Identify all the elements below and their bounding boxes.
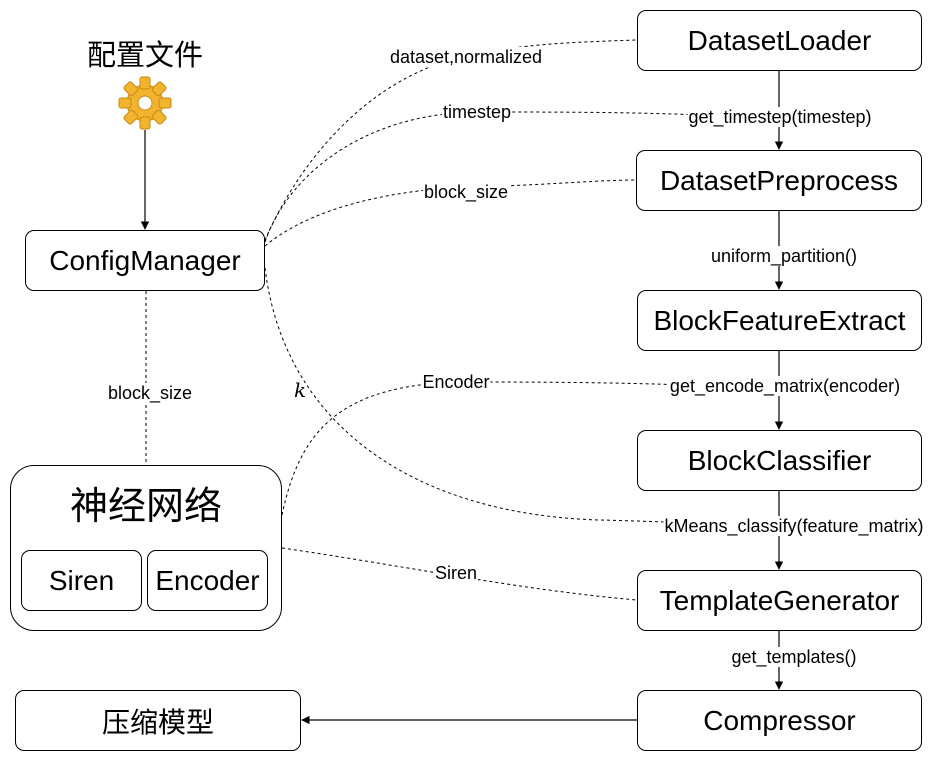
block-feature-extract-label: BlockFeatureExtract <box>653 304 906 336</box>
edge-label-get-timestep: get_timestep(timestep) <box>687 107 873 127</box>
compressed-model-node[interactable]: 压缩模型 <box>15 690 301 751</box>
edge-label-get-templates: get_templates() <box>730 647 858 667</box>
gear-icon <box>118 76 172 130</box>
template-generator-label: TemplateGenerator <box>659 584 900 616</box>
neural-net-title: 神经网络 <box>69 484 222 528</box>
edge-label-siren: Siren <box>433 563 479 583</box>
template-generator-node[interactable]: TemplateGenerator <box>637 570 922 631</box>
block-classifier-node[interactable]: BlockClassifier <box>637 430 922 491</box>
dataset-loader-label: DatasetLoader <box>687 24 872 56</box>
config-manager-label: ConfigManager <box>49 244 241 276</box>
edge-label-kmeans-classify: kMeans_classify(feature_matrix) <box>663 516 925 536</box>
edge-label-k: k <box>293 378 307 402</box>
encoder-node[interactable]: Encoder <box>147 550 268 611</box>
block-feature-extract-node[interactable]: BlockFeatureExtract <box>637 290 922 351</box>
dataset-loader-node[interactable]: DatasetLoader <box>637 10 922 71</box>
block-classifier-label: BlockClassifier <box>687 444 872 476</box>
edge-label-dataset-normalized: dataset,normalized <box>388 47 544 67</box>
edge-label-encoder: Encoder <box>421 372 491 392</box>
edge-manager-to-classifier <box>264 267 780 528</box>
edge-label-uniform-partition: uniform_partition() <box>709 246 859 266</box>
siren-node[interactable]: Siren <box>21 550 142 611</box>
compressor-node[interactable]: Compressor <box>637 690 922 751</box>
siren-label: Siren <box>48 564 115 596</box>
config-file-label: 配置文件 <box>86 38 204 72</box>
edge-label-block-size-manager: block_size <box>106 383 194 403</box>
compressor-label: Compressor <box>703 704 856 736</box>
edge-manager-to-preprocess <box>264 179 638 247</box>
dataset-preprocess-node[interactable]: DatasetPreprocess <box>636 150 922 211</box>
edge-label-get-encode-matrix: get_encode_matrix(encoder) <box>668 376 902 396</box>
compressed-model-label: 压缩模型 <box>101 705 214 739</box>
dataset-preprocess-label: DatasetPreprocess <box>659 164 899 196</box>
encoder-label: Encoder <box>155 564 260 596</box>
config-manager-node[interactable]: ConfigManager <box>25 230 265 291</box>
edge-label-block-size-preprocess: block_size <box>422 182 510 202</box>
edge-label-timestep: timestep <box>441 102 513 122</box>
neural-net-container[interactable]: 神经网络 Siren Encoder <box>10 465 282 631</box>
edge-manager-to-loader <box>264 39 638 241</box>
